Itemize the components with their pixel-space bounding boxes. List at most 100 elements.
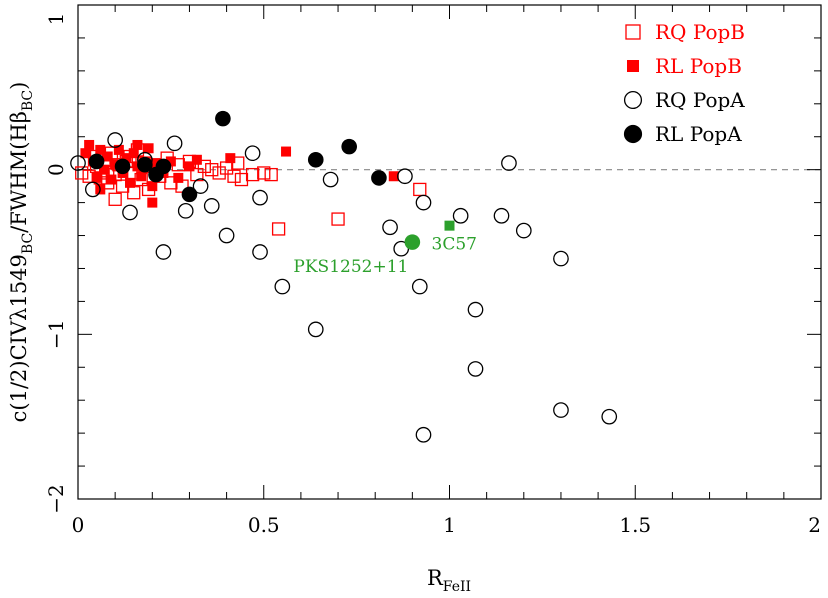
rq-popa-point [203, 198, 220, 214]
rq-popa-point [166, 135, 183, 152]
rl-popb-point [132, 139, 143, 150]
rl-popb-point [151, 158, 162, 169]
rq-popa-point [415, 426, 432, 443]
annotation-label: 3C57 [432, 235, 477, 255]
rl-popa-point [137, 156, 153, 173]
rl-popb-point [143, 143, 154, 154]
y-axis-title-sub-2: BC [20, 90, 36, 111]
rl-popa-point [155, 158, 172, 175]
rq-popa-point [411, 278, 428, 295]
x-tick-label: 1 [443, 513, 456, 537]
rq-popa-point [467, 301, 484, 318]
rl-popa-point [341, 138, 357, 155]
rl-popa-point [114, 158, 131, 175]
rl-popb-point [147, 197, 158, 208]
x-axis-title-main: R [427, 566, 444, 590]
rq-popb-point [271, 222, 286, 236]
rq-popb-point [212, 166, 226, 180]
rl-popa-point [215, 110, 231, 127]
y-axis-title: c(1/2)CIVλ1549BC/FWHM(HβBC) [7, 82, 36, 423]
rl-popb-point [106, 174, 117, 185]
y-axis-title-sub-1: BC [20, 233, 36, 254]
y-axis-title-part-1: c(1/2)CIVλ1549 [7, 254, 31, 422]
rl-popa-point [88, 153, 105, 170]
rq-popb-point [264, 167, 278, 182]
rq-popa-point [192, 178, 209, 194]
rq-popa-point [155, 244, 172, 260]
rl-popb-point [91, 172, 102, 183]
rq-popa-point [467, 361, 484, 377]
rq-popa-point [452, 207, 469, 224]
highlighted-points: PKS1252+11 3C57 [293, 220, 477, 277]
rl-popa-point [181, 186, 198, 203]
rl-popb-point [113, 144, 124, 155]
legend-label: RL PopA [655, 122, 742, 146]
rq-popb-point [234, 172, 249, 187]
rq-popa-point [322, 171, 339, 188]
rl-popb-point [281, 146, 292, 157]
rq-popb-point [245, 167, 260, 182]
rq-popb-point [331, 212, 345, 226]
legend-marker [627, 60, 639, 72]
rl-popb-point [191, 154, 202, 165]
rq-popa-point [553, 402, 569, 418]
y-axis-title-part-2: /FWHM(Hβ [7, 111, 31, 233]
rq-popa-point [252, 244, 268, 260]
y-axis-title-part-3: ) [7, 82, 31, 90]
x-axis-title-subscript: FeII [443, 579, 471, 595]
data-points [70, 110, 618, 443]
legend-marker [625, 24, 641, 40]
rq-popa-point [307, 321, 324, 338]
rl-popb-point [102, 151, 113, 162]
rq-popa-point [85, 181, 101, 198]
rq-popa-point [70, 155, 86, 171]
rl-popb-point [80, 148, 91, 159]
rq-popa-point [553, 250, 569, 267]
rl-popb-point [173, 172, 184, 183]
x-axis-title: RFeII [427, 566, 471, 595]
rq-popa-point [415, 194, 432, 211]
rq-popa-point [501, 155, 517, 171]
annotation-label: PKS1252+11 [293, 257, 408, 277]
rq-popa-point [397, 168, 413, 185]
rq-popa-point [274, 278, 291, 295]
rl-popb-point [121, 153, 132, 164]
x-tick-label: 0 [72, 513, 85, 537]
x-tick-label: 0.5 [248, 513, 280, 537]
rl-popb-point [388, 171, 399, 182]
rq-popa-point [252, 189, 268, 206]
rq-popa-point [177, 202, 194, 219]
rq-popa-point [122, 204, 138, 221]
y-tick-label: −1 [44, 320, 68, 349]
legend-label: RL PopB [655, 54, 742, 78]
x-tick-label: 1.5 [619, 513, 651, 537]
rq-popa-point [493, 207, 510, 224]
legend-label: RQ PopA [655, 88, 745, 112]
rq-popa-point [107, 132, 124, 148]
rq-popb-point [219, 161, 234, 175]
rl-popb-point [125, 177, 136, 188]
y-tick-label: 0 [44, 163, 68, 176]
rq-popb-point [227, 169, 241, 183]
rl-popb-point [84, 139, 95, 150]
rl-popa-point [371, 170, 387, 186]
legend-marker [623, 124, 643, 144]
rl-popb-point [128, 148, 139, 159]
y-tick-label: −2 [44, 484, 68, 513]
highlight-point [444, 220, 455, 231]
rq-popa-point [601, 408, 618, 425]
rq-popa-point [244, 145, 261, 162]
rq-popb-point [257, 166, 271, 180]
highlight-point [404, 234, 421, 250]
rq-popb-point [205, 163, 219, 177]
rq-popb-point [413, 182, 427, 197]
rq-popb-point [197, 159, 211, 174]
rl-popb-point [95, 144, 106, 155]
rq-popa-point [218, 227, 235, 244]
rq-popb-point [127, 186, 141, 200]
legend-marker [623, 90, 643, 110]
x-tick-label: 2 [808, 513, 821, 537]
